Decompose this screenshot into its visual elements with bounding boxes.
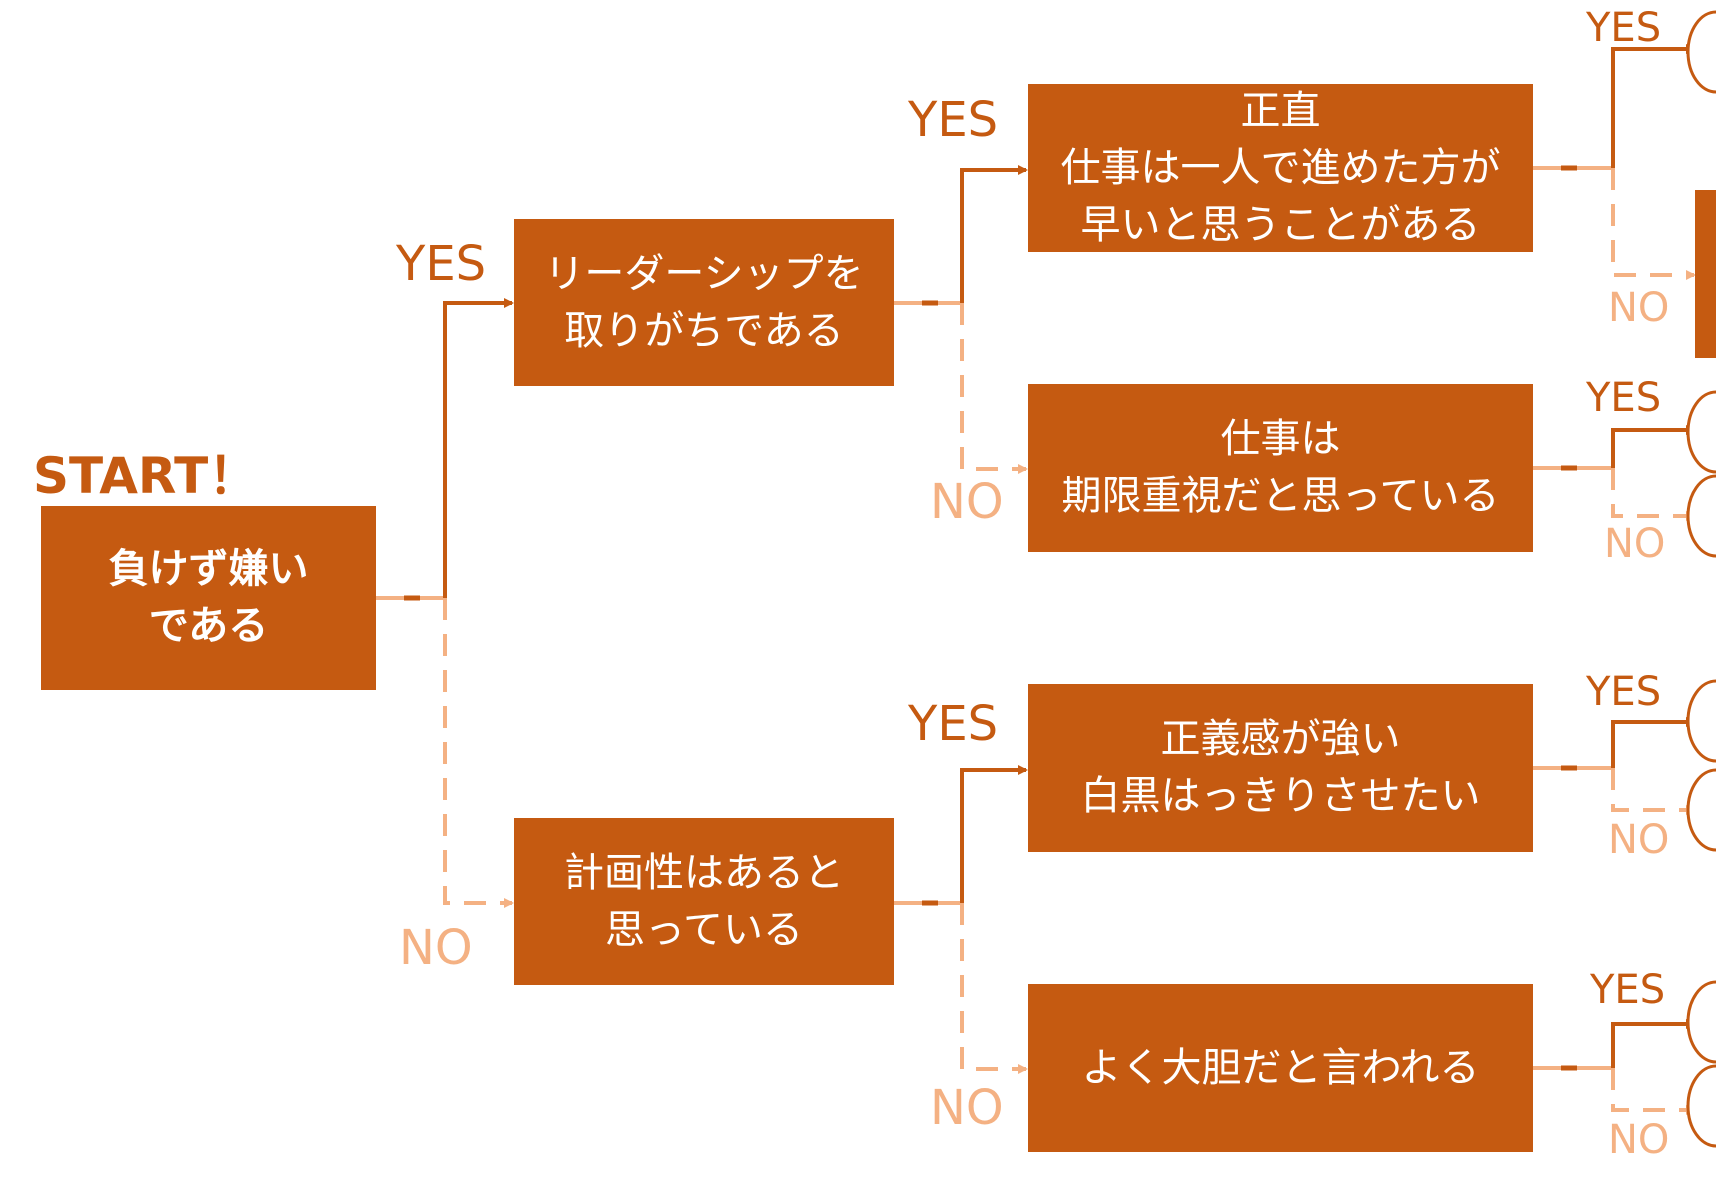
partial-circle — [1686, 1064, 1716, 1148]
leadership-no-edge — [960, 303, 1028, 474]
bold-no-edge — [1611, 1068, 1696, 1115]
no-label: NO — [930, 1080, 1004, 1136]
planning-yes-edge — [960, 765, 1028, 903]
partial-circle — [1686, 679, 1716, 763]
yes-label: YES — [1590, 967, 1666, 1013]
node-leadership-line2: 取りがちである — [564, 307, 844, 354]
partial-circle — [1686, 474, 1716, 558]
node-justice-line1: 正義感が強い — [1160, 716, 1401, 762]
yes-label: YES — [1586, 375, 1662, 421]
node-planning-line2: 思っている — [605, 906, 803, 953]
leadership-yes-edge — [960, 165, 1028, 303]
node-honest-line1: 正直 — [1240, 87, 1321, 134]
yes-label: YES — [1586, 5, 1662, 51]
no-label: NO — [399, 920, 473, 976]
no-label: NO — [1608, 817, 1670, 863]
partial-circle — [1686, 390, 1716, 474]
partial-circle — [1686, 980, 1716, 1064]
node-leadership: リーダーシップを 取りがちである — [514, 219, 894, 386]
honest-yes-edge — [1611, 44, 1696, 168]
node-bold-line1: よく大胆だと言われる — [1081, 1044, 1480, 1091]
node-planning: 計画性はあると 思っている — [514, 818, 894, 985]
node-deadline-line1: 仕事は — [1220, 416, 1341, 462]
no-label: NO — [1604, 521, 1666, 567]
edges — [376, 44, 1696, 1115]
node-deadline-line2: 期限重視だと思っている — [1061, 473, 1500, 519]
start-no-edge — [443, 598, 514, 908]
partial-right-shapes — [1686, 10, 1716, 1148]
no-label: NO — [1608, 1117, 1670, 1163]
yes-label: YES — [908, 696, 999, 752]
node-justice: 正義感が強い 白黒はっきりさせたい — [1028, 684, 1533, 852]
justice-no-edge — [1611, 768, 1696, 815]
yes-label: YES — [908, 92, 999, 148]
yes-label: YES — [396, 236, 487, 292]
honest-no-edge — [1611, 168, 1696, 280]
node-leadership-line1: リーダーシップを — [544, 250, 864, 297]
node-deadline: 仕事は 期限重視だと思っている — [1028, 384, 1533, 552]
node-honest-line3: 早いと思うことがある — [1080, 201, 1481, 248]
node-justice-line2: 白黒はっきりさせたい — [1080, 773, 1481, 819]
partial-box — [1695, 190, 1716, 358]
start-label: START！ — [33, 447, 259, 505]
start-yes-edge — [443, 298, 514, 598]
bold-yes-edge — [1611, 1019, 1696, 1068]
deadline-no-edge — [1611, 468, 1696, 521]
deadline-yes-edge — [1611, 425, 1696, 468]
node-honest-line2: 仕事は一人で進めた方が — [1060, 144, 1501, 191]
no-label: NO — [1608, 285, 1670, 331]
planning-no-edge — [960, 903, 1028, 1074]
node-start: 負けず嫌い である — [41, 506, 376, 690]
node-start-line2: である — [148, 603, 269, 649]
yes-label: YES — [1586, 669, 1662, 715]
partial-circle — [1686, 10, 1716, 94]
no-label: NO — [930, 474, 1004, 530]
node-bold: よく大胆だと言われる — [1028, 984, 1533, 1152]
node-start-line1: 負けず嫌い — [108, 546, 309, 592]
justice-yes-edge — [1611, 717, 1696, 768]
partial-circle — [1686, 768, 1716, 852]
node-planning-line1: 計画性はあると — [564, 849, 844, 896]
node-honest: 正直 仕事は一人で進めた方が 早いと思うことがある — [1028, 84, 1533, 252]
